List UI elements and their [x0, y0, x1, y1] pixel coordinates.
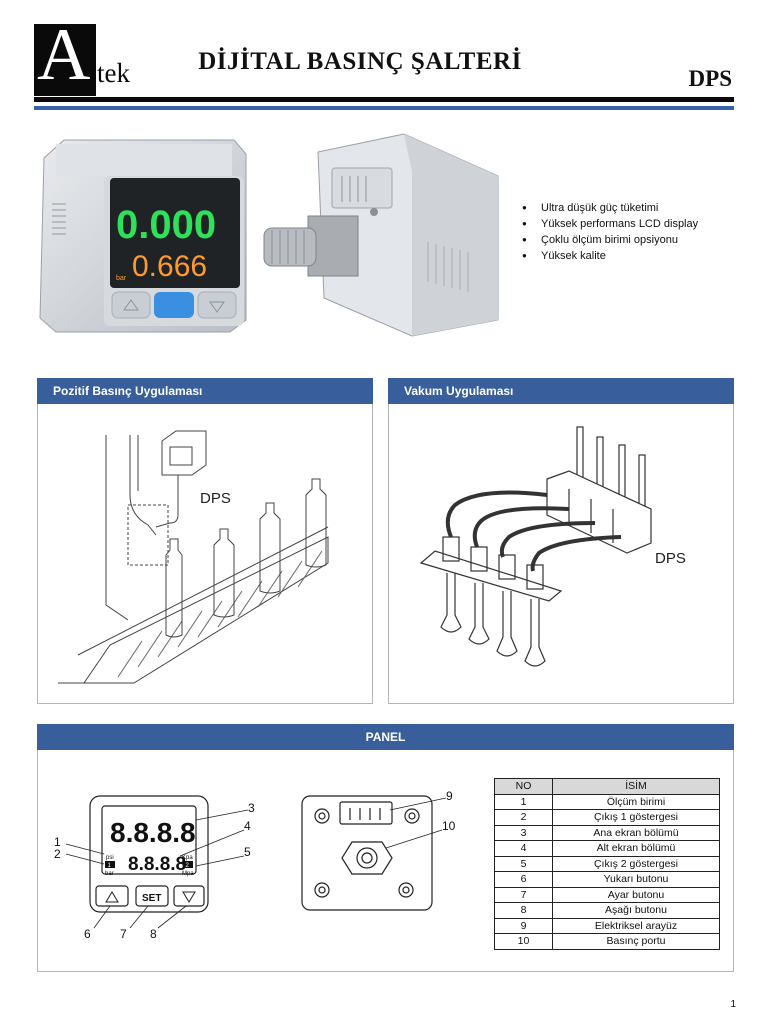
callout-7: 7	[120, 927, 127, 941]
callout-3: 3	[248, 801, 255, 815]
positive-pressure-panel: Pozitif Basınç Uygulaması	[37, 378, 373, 704]
lcd-main-value: 0.000	[116, 203, 216, 247]
table-cell: Basınç portu	[552, 933, 720, 950]
back-panel-diagram: 9 10	[301, 789, 456, 911]
unit-mpa-label: Mpa	[182, 871, 194, 877]
unit-kpa-label: Kpa	[182, 855, 193, 861]
vacuum-title: Vakum Uygulaması	[388, 378, 734, 404]
header-rule-black	[34, 97, 734, 102]
table-cell: 5	[494, 855, 553, 872]
front-panel-diagram: 8.8.8.8 8.8.8.8 psi 1 bar Kpa 2 Mpa SET …	[54, 795, 255, 941]
callout-5: 5	[244, 845, 251, 859]
output-1-indicator	[105, 861, 115, 868]
callout-9: 9	[446, 789, 453, 803]
column-header-no: NO	[494, 778, 553, 795]
unit-bar-label: bar	[105, 871, 114, 877]
table-cell: 2	[494, 809, 553, 826]
output-1-label: 1	[108, 863, 112, 869]
table-cell: 6	[494, 871, 553, 888]
up-arrow-icon	[123, 299, 139, 311]
table-cell: 3	[494, 824, 553, 841]
table-cell: 4	[494, 840, 553, 857]
table-cell: Yukarı butonu	[552, 871, 720, 888]
logo-rest: tek	[97, 58, 130, 88]
output-2-indicator	[183, 861, 193, 868]
unit-psi-label: psi	[106, 855, 114, 861]
logo-initial: A	[37, 14, 91, 96]
atek-logo: A tek	[34, 18, 138, 98]
table-cell: Aşağı butonu	[552, 902, 720, 919]
logo-box	[34, 24, 96, 96]
page-number: 1	[730, 999, 736, 1010]
vacuum-illustration: DPS	[419, 426, 686, 667]
document-title: DİJİTAL BASINÇ ŞALTERİ	[198, 48, 522, 75]
panel-up-arrow-icon	[105, 891, 119, 903]
product-back-image	[263, 133, 499, 337]
table-cell: Çıkış 1 göstergesi	[552, 809, 720, 826]
vacuum-panel: Vakum Uygulaması DPS	[388, 378, 734, 704]
feature-item: Ultra düşük güç tüketimi	[520, 200, 698, 216]
callout-8: 8	[150, 927, 157, 941]
table-cell: Elektriksel arayüz	[552, 917, 720, 934]
table-cell: Ana ekran bölümü	[552, 824, 720, 841]
front-up-button	[111, 291, 151, 319]
table-cell: Çıkış 2 göstergesi	[552, 855, 720, 872]
panel-section-title: PANEL	[37, 724, 734, 750]
product-code: DPS	[688, 66, 732, 91]
panel-down-arrow-icon	[182, 891, 196, 903]
positive-pressure-title: Pozitif Basınç Uygulaması	[37, 378, 373, 404]
table-header-row: NO İSİM	[494, 778, 720, 795]
callout-2: 2	[54, 847, 61, 861]
table-cell: 10	[494, 933, 553, 950]
vacuum-dps-label: DPS	[655, 550, 686, 567]
table-cell: 8	[494, 902, 553, 919]
feature-item: Yüksek performans LCD display	[520, 216, 698, 232]
down-arrow-icon	[209, 301, 225, 313]
lcd-unit: bar	[116, 275, 127, 282]
positive-dps-label: DPS	[200, 490, 231, 507]
table-cell: 7	[494, 886, 553, 903]
panel-main-digits: 8.8.8.8	[110, 817, 196, 848]
output-2-label: 2	[186, 863, 190, 869]
feature-item: Çoklu ölçüm birimi opsiyonu	[520, 232, 698, 248]
product-front-image: 0.000 0.666 bar	[39, 139, 247, 333]
lcd-sub-value: 0.666	[132, 250, 207, 283]
table-cell: Ayar butonu	[552, 886, 720, 903]
callout-1: 1	[54, 835, 61, 849]
table-cell: 9	[494, 917, 553, 934]
callout-10: 10	[442, 819, 456, 833]
feature-item: Yüksek kalite	[520, 248, 698, 264]
callout-6: 6	[84, 927, 91, 941]
panel-set-label: SET	[142, 893, 161, 904]
positive-pressure-illustration: DPS	[58, 430, 329, 684]
feature-list: Ultra düşük güç tüketimi Yüksek performa…	[520, 200, 698, 264]
column-header-name: İSİM	[552, 778, 720, 795]
panel-sub-digits: 8.8.8.8	[128, 854, 186, 875]
table-cell: Ölçüm birimi	[552, 793, 720, 810]
table-cell: Alt ekran bölümü	[552, 840, 720, 857]
front-down-button	[197, 291, 237, 319]
table-cell: 1	[494, 793, 553, 810]
header-rule-blue	[34, 106, 734, 110]
callout-4: 4	[244, 819, 251, 833]
front-set-button	[154, 292, 194, 318]
